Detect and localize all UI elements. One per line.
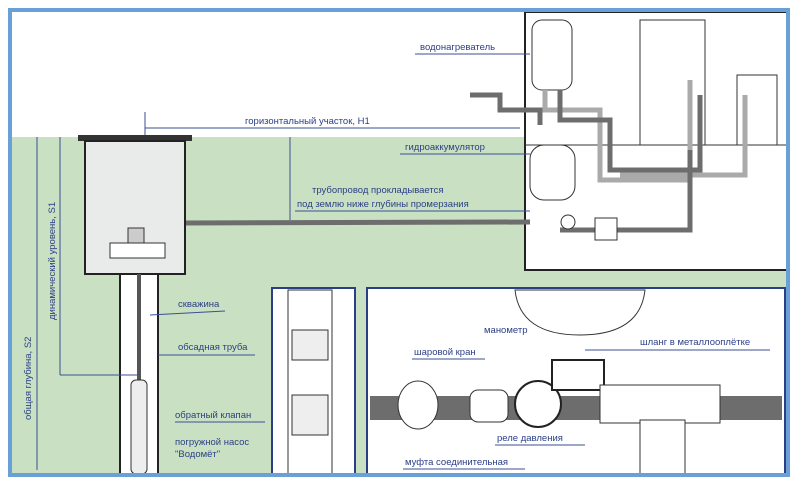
- label-horizontal: горизонтальный участок, H1: [245, 116, 370, 127]
- label-ball-valve: шаровой кран: [414, 347, 476, 358]
- label-accumulator: гидроаккумулятор: [405, 142, 485, 153]
- label-pipeline-1: трубопровод прокладывается: [312, 185, 444, 196]
- accumulator-tank: [529, 144, 576, 201]
- label-hose: шланг в металлооплётке: [640, 337, 750, 348]
- label-pressure-relay: реле давления: [497, 433, 563, 444]
- water-heater: [531, 19, 573, 91]
- label-water-heater: водонагреватель: [420, 42, 495, 53]
- label-coupling: муфта соединительная: [405, 457, 508, 468]
- label-pipeline-2: под землю ниже глубины промерзания: [297, 199, 469, 210]
- pressure-relay: [551, 359, 605, 391]
- house-interior: [470, 19, 787, 233]
- label-pump-2: "Водомёт": [175, 449, 220, 460]
- label-check-valve: обратный клапан: [175, 410, 251, 421]
- label-dynamic-level: динамический уровень, S1: [47, 202, 58, 320]
- label-casing: обсадная труба: [178, 342, 248, 353]
- outer-frame: [8, 8, 790, 477]
- label-manometer: манометр: [484, 325, 527, 336]
- submersible-pump: [130, 379, 148, 475]
- label-total-depth: общая глубина, S2: [23, 337, 34, 420]
- label-pump-1: погружной насос: [175, 437, 249, 448]
- manometer: [514, 380, 562, 428]
- label-well: скважина: [178, 299, 220, 310]
